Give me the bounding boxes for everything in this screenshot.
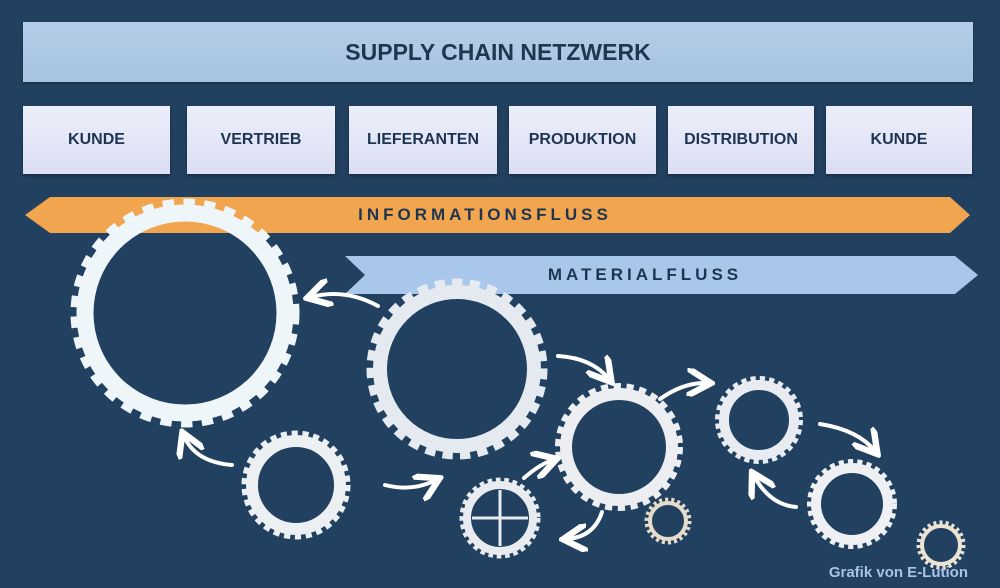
information-flow-arrow bbox=[25, 197, 970, 233]
stage-box-vertrieb: VERTRIEB bbox=[187, 106, 335, 174]
stage-box-kunde: KUNDE bbox=[23, 106, 170, 174]
stage-box-distribution: DISTRIBUTION bbox=[668, 106, 814, 174]
gear-icon bbox=[644, 497, 692, 545]
gear-icon bbox=[807, 459, 897, 549]
curved-arrow-icon bbox=[556, 354, 609, 379]
curved-arrow-icon bbox=[184, 436, 234, 467]
stage-box-lieferanten: LIEFERANTEN bbox=[349, 106, 497, 174]
curved-arrow-icon bbox=[383, 480, 436, 488]
gear-icon bbox=[715, 376, 803, 464]
curved-arrow-icon bbox=[818, 422, 875, 451]
stage-box-produktion: PRODUKTION bbox=[509, 106, 656, 174]
page-title: SUPPLY CHAIN NETZWERK bbox=[23, 22, 973, 82]
curved-arrow-icon bbox=[311, 294, 380, 306]
gear-icon bbox=[916, 520, 966, 570]
material-flow-arrow bbox=[345, 256, 978, 294]
credit-text: Grafik von E-Lution bbox=[828, 564, 968, 581]
gear-icon bbox=[555, 383, 683, 511]
curved-arrow-icon bbox=[658, 383, 707, 401]
material-flow-label: MATERIALFLUSS bbox=[547, 265, 743, 284]
gear-icon bbox=[70, 198, 300, 428]
curved-arrow-icon bbox=[522, 460, 553, 480]
stage-box-kunde-end: KUNDE bbox=[826, 106, 972, 174]
gear-icon bbox=[241, 430, 351, 540]
crosshair-icon bbox=[459, 477, 541, 559]
gear-icon bbox=[366, 278, 548, 460]
curved-arrow-icon bbox=[567, 510, 604, 539]
curved-arrow-icon bbox=[754, 476, 798, 509]
information-flow-label: INFORMATIONSFLUSS bbox=[358, 205, 612, 224]
